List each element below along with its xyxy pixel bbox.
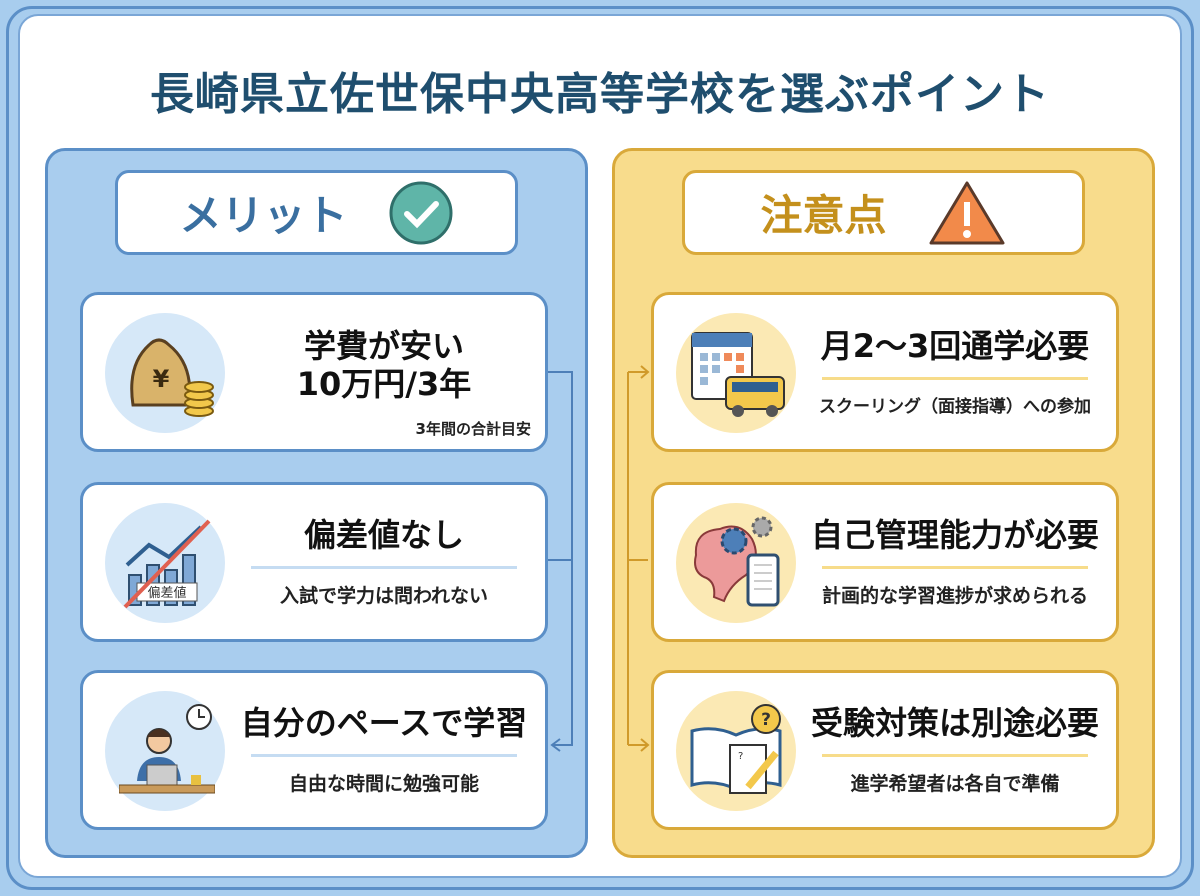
cautions-header: 注意点 — [682, 170, 1085, 255]
merits-header: メリット — [115, 170, 518, 255]
merit-sub: 3年間の合計目安 — [415, 420, 531, 438]
book-question-icon: ?? — [690, 704, 782, 794]
merit-card-tuition: ¥ 学費が安い 10万円/3年 3年間の合計目安 — [80, 292, 548, 452]
caution-card-schooling: 月2〜3回通学必要 スクーリング（面接指導）への参加 — [651, 292, 1119, 452]
merit-card-own-pace: 自分のペースで学習 自由な時間に勉強可能 — [80, 670, 548, 830]
divider — [822, 377, 1088, 381]
merit-sub: 自由な時間に勉強可能 — [288, 773, 479, 796]
svg-text:?: ? — [761, 710, 771, 730]
caution-card-self-management: 自己管理能力が必要 計画的な学習進捗が求められる — [651, 482, 1119, 642]
svg-text:偏差値: 偏差値 — [147, 585, 186, 601]
money-bag-icon: ¥ — [130, 338, 214, 417]
caution-sub: 進学希望者は各自で準備 — [850, 773, 1060, 796]
merit-heading: 偏差値なし — [303, 515, 464, 554]
divider — [251, 754, 517, 758]
divider — [822, 566, 1088, 570]
svg-text:?: ? — [738, 751, 743, 762]
page-title: 長崎県立佐世保中央高等学校を選ぶポイント — [150, 69, 1050, 120]
cautions-label: 注意点 — [760, 191, 887, 240]
merit-price: 10万円/3年 — [296, 365, 472, 404]
divider — [251, 566, 517, 570]
warning-icon — [929, 181, 1004, 244]
check-icon — [389, 181, 452, 244]
crossed-chart-icon: 偏差値 — [123, 519, 211, 609]
caution-heading: 自己管理能力が必要 — [810, 515, 1099, 554]
caution-heading: 受験対策は別途必要 — [810, 703, 1099, 742]
divider — [822, 754, 1088, 758]
person-laptop-icon — [119, 704, 215, 794]
merits-label: メリット — [179, 191, 348, 240]
brain-gear-icon — [694, 516, 780, 607]
calendar-bus-icon — [691, 332, 785, 417]
caution-heading: 月2〜3回通学必要 — [820, 326, 1090, 365]
merit-heading: 自分のペースで学習 — [240, 703, 528, 742]
caution-sub: スクーリング（面接指導）への参加 — [819, 397, 1091, 418]
merit-sub: 入試で学力は問われない — [279, 585, 489, 608]
caution-sub: 計画的な学習進捗が求められる — [821, 585, 1088, 608]
caution-card-exam-prep: ?? 受験対策は別途必要 進学希望者は各自で準備 — [651, 670, 1119, 830]
merit-card-no-deviation: 偏差値 偏差値なし 入試で学力は問われない — [80, 482, 548, 642]
merit-heading: 学費が安い — [303, 327, 464, 365]
svg-text:¥: ¥ — [153, 365, 170, 393]
